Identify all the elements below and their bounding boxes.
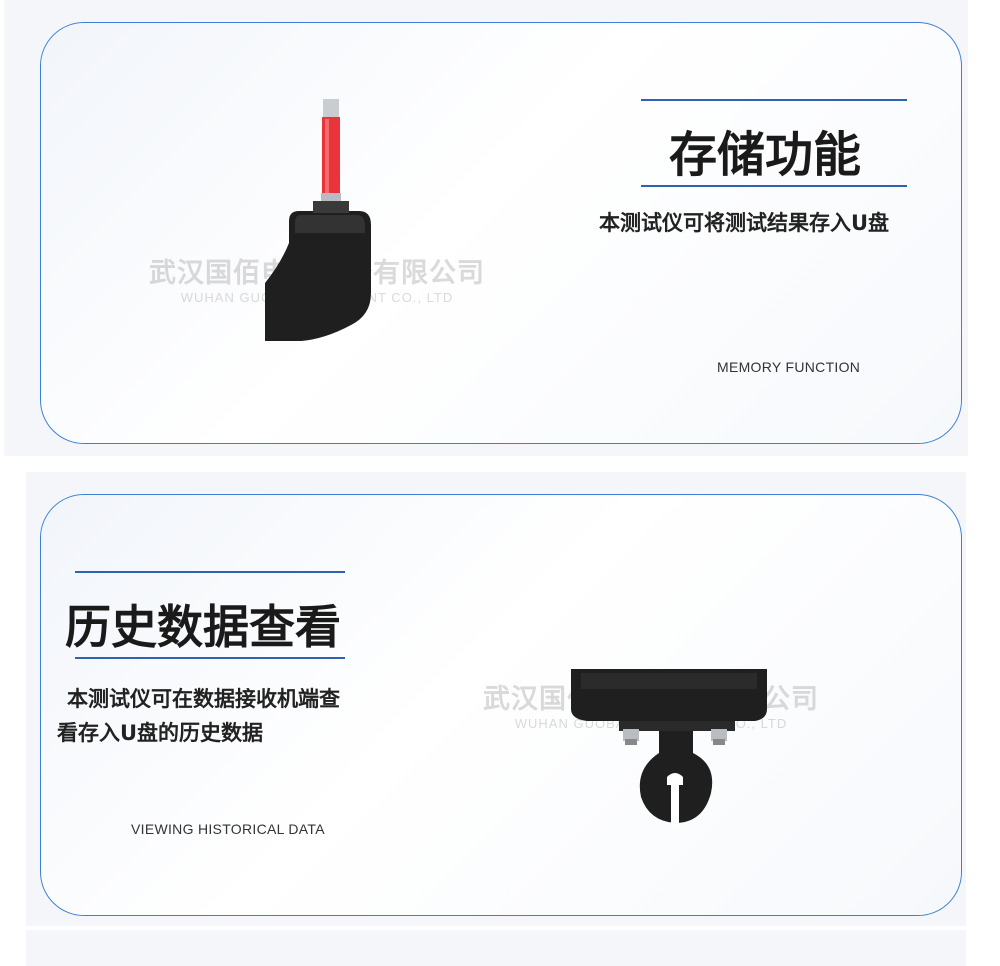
title-rule-bottom [75, 657, 345, 659]
memory-function-card: 武汉国佰电力设备有限公司 WUHAN GUOBAI EQUIPMENT CO.,… [40, 22, 962, 444]
historical-data-card: 武汉国佰电力设备有限公司 WUHAN GUOBAI EQUIPMENT CO.,… [40, 494, 962, 916]
section-description-line1: 本测试仪可在数据接收机端查 [67, 687, 340, 711]
background-panel-footer [26, 930, 966, 966]
section-title: 存储功能 [669, 127, 862, 183]
section-subtitle: VIEWING HISTORICAL DATA [131, 821, 325, 837]
title-rule-bottom [641, 185, 907, 187]
bracket-fork-image [571, 669, 767, 825]
title-rule-top [75, 571, 345, 573]
title-rule-top [641, 99, 907, 101]
section-subtitle: MEMORY FUNCTION [717, 359, 861, 375]
section-description: 本测试仪可将测试结果存入U盘 [599, 211, 890, 235]
section-description-line2: 看存入U盘的历史数据 [57, 721, 264, 745]
usb-adapter-image [265, 99, 371, 341]
section-title: 历史数据查看 [65, 600, 341, 654]
